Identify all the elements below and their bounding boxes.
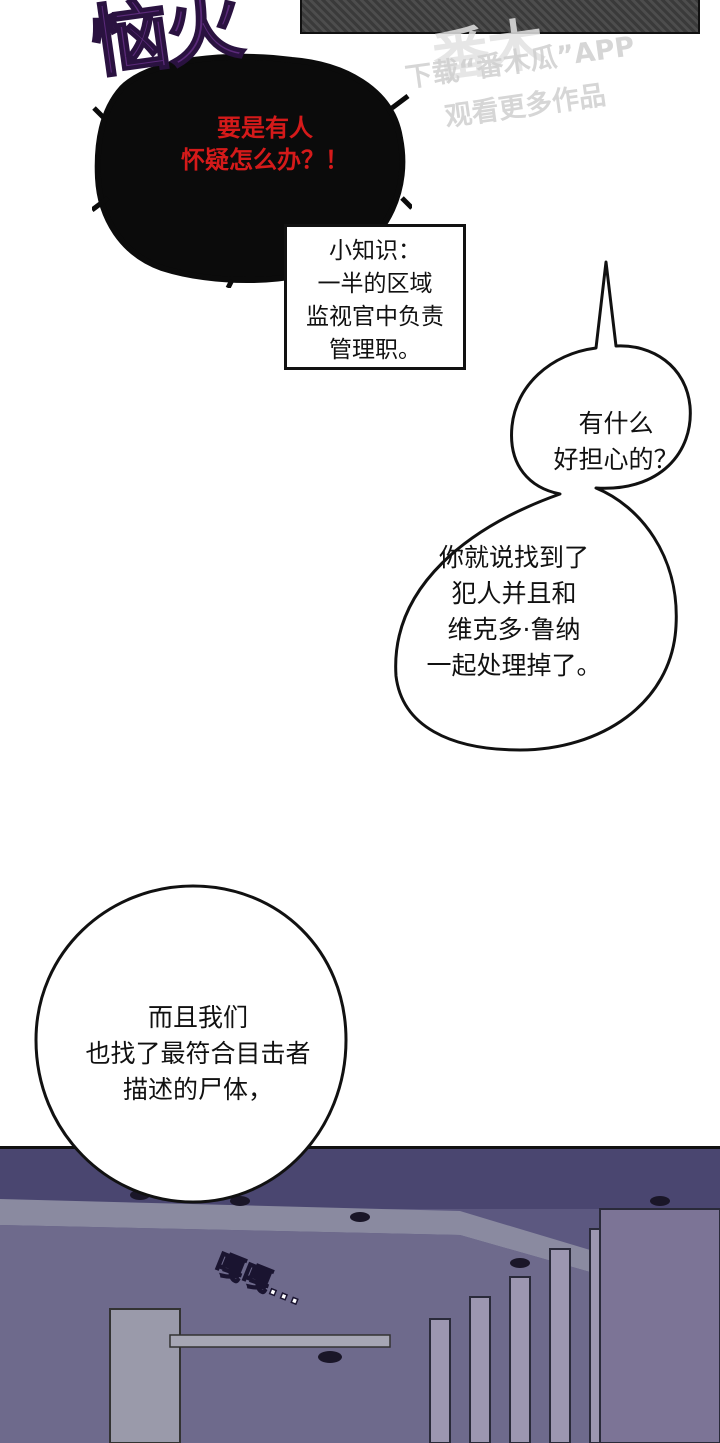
speech-bubble-round <box>34 884 348 1204</box>
bubble-2-line-4: 一起处理掉了。 <box>426 651 602 680</box>
trivia-line-2: 一半的区域 <box>317 271 433 297</box>
blob-line-1: 要是有人 <box>217 114 313 142</box>
trivia-line-4: 管理职。 <box>329 337 421 363</box>
trivia-line-1: 小知识： <box>329 238 421 264</box>
blob-dialogue: 要是有人 怀疑怎么办？！ <box>150 112 380 176</box>
speech-bubble-double <box>394 260 692 752</box>
blob-line-2: 怀疑怎么办？！ <box>181 146 349 174</box>
bubble-2-line-3: 维克多·鲁纳 <box>447 615 581 644</box>
top-panel-fragment <box>300 0 700 34</box>
bubble-1-line-2: 好担心的？ <box>553 445 679 474</box>
trivia-box: 小知识： 一半的区域 监视官中负责 管理职。 <box>284 224 466 370</box>
bubble-3-line-3: 描述的尸体， <box>122 1075 273 1104</box>
bubble-1-text: 有什么 好担心的？ <box>536 406 696 478</box>
bubble-3-text: 而且我们 也找了最符合目击者 描述的尸体， <box>48 1000 348 1108</box>
bubble-2-line-1: 你就说找到了 <box>438 543 589 572</box>
bubble-3-line-2: 也找了最符合目击者 <box>85 1039 311 1068</box>
bubble-2-text: 你就说找到了 犯人并且和 维克多·鲁纳 一起处理掉了。 <box>414 540 614 684</box>
trivia-line-3: 监视官中负责 <box>306 304 444 330</box>
scene-illustration <box>0 1149 720 1443</box>
bubble-2-line-2: 犯人并且和 <box>451 579 577 608</box>
scene-panel <box>0 1146 720 1443</box>
bubble-1-line-1: 有什么 <box>578 409 654 438</box>
bubble-3-line-1: 而且我们 <box>147 1003 248 1032</box>
